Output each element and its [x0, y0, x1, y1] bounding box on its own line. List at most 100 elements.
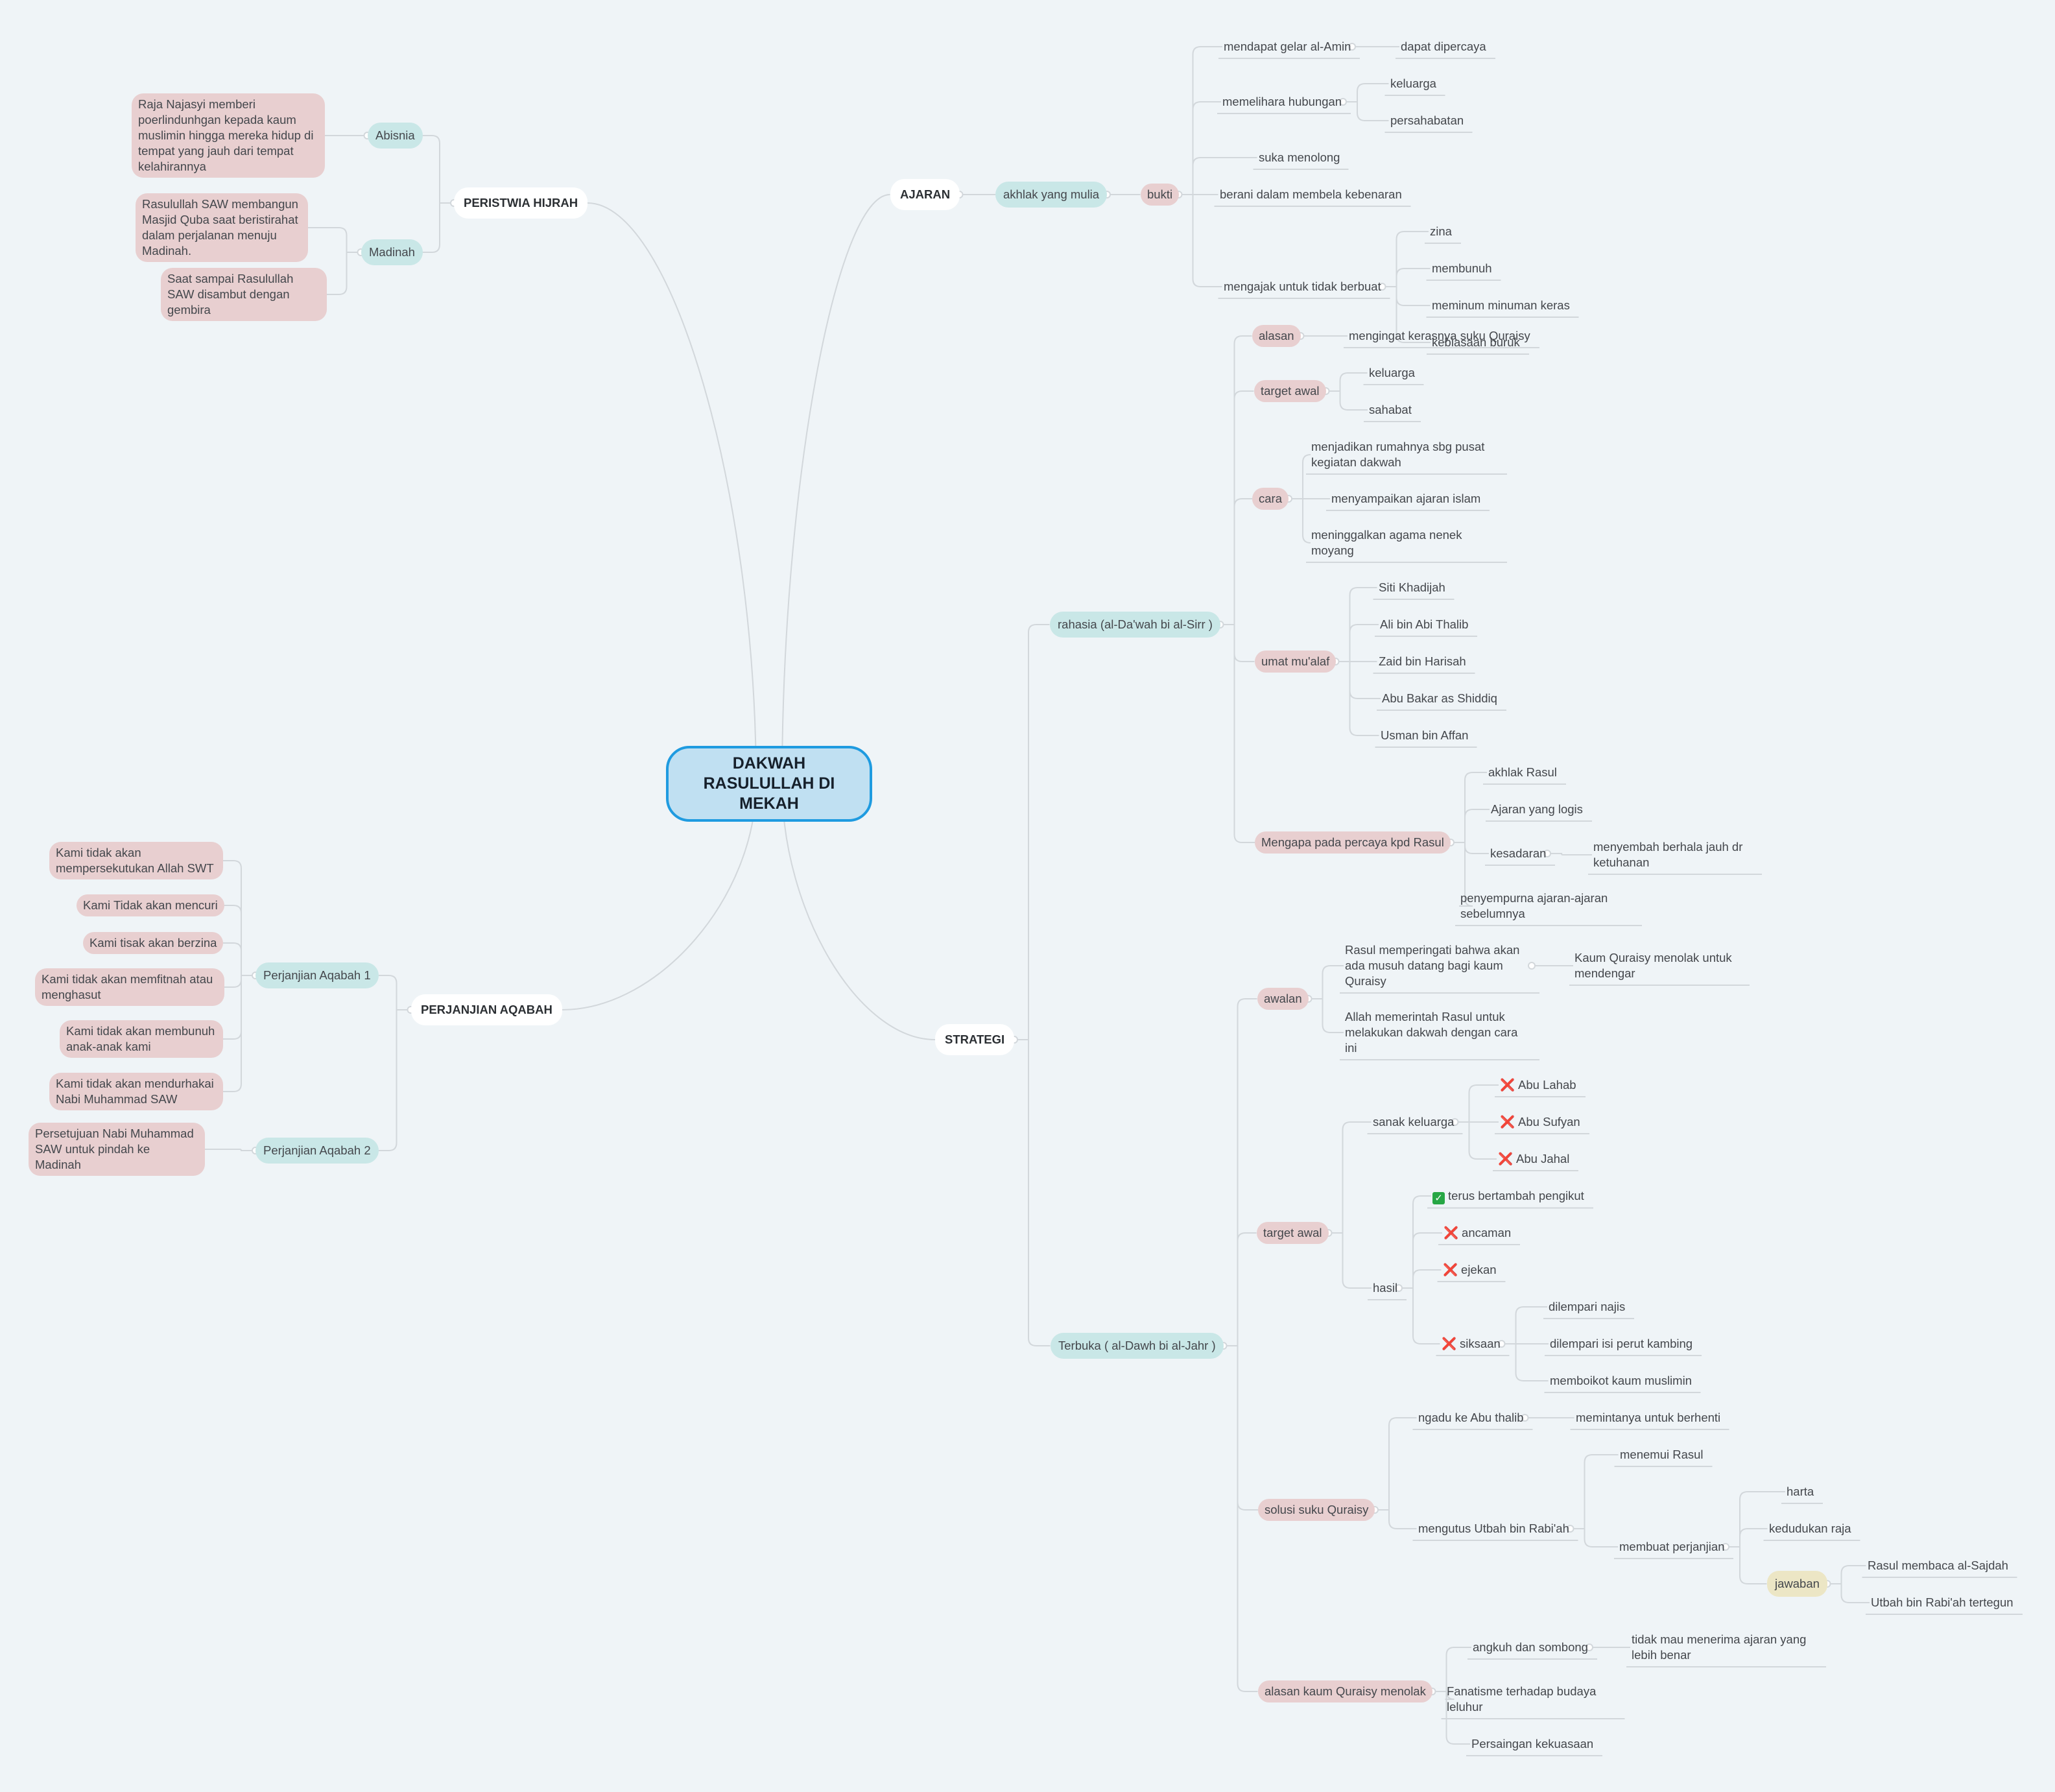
topic-target-awal[interactable]: target awal	[1257, 1222, 1329, 1244]
connector-line	[1501, 1306, 1547, 1344]
topic-perjanjian-aqabah[interactable]: PERJANJIAN AQABAH	[411, 994, 562, 1025]
cross-mark-icon: ❌	[1500, 1078, 1515, 1092]
topic-siti-khadijah[interactable]: Siti Khadijah	[1377, 580, 1447, 595]
topic-kami-tidak-akan-mempersekutukan-allah-sw[interactable]: Kami tidak akan mempersekutukan Allah SW…	[49, 842, 223, 879]
topic-sahabat[interactable]: sahabat	[1368, 402, 1413, 418]
topic-rasulullah-saw-membangun-masjid-quba-saa[interactable]: Rasulullah SAW membangun Masjid Quba saa…	[136, 193, 308, 262]
topic-memelihara-hubungan[interactable]: memelihara hubungan	[1221, 94, 1343, 110]
topic-bukti[interactable]: bukti	[1141, 184, 1180, 206]
topic-keluarga[interactable]: keluarga	[1389, 76, 1438, 91]
topic-jawaban[interactable]: jawaban	[1767, 1571, 1827, 1597]
topic-zina[interactable]: zina	[1429, 224, 1453, 239]
topic-memboikot-kaum-muslimin[interactable]: memboikot kaum muslimin	[1549, 1373, 1693, 1389]
topic-kebiasaan-buruk[interactable]: kebiasaan buruk	[1431, 335, 1521, 350]
topic-menemui-rasul[interactable]: menemui Rasul	[1619, 1447, 1705, 1463]
topic-label: Siti Khadijah	[1379, 580, 1445, 594]
topic-keluarga[interactable]: keluarga	[1368, 365, 1416, 381]
topic-terbuka-al-dawh-bi-al-jahr[interactable]: Terbuka ( al-Dawh bi al-Jahr )	[1051, 1333, 1224, 1359]
topic-membunuh[interactable]: membunuh	[1431, 261, 1493, 276]
topic-madinah[interactable]: Madinah	[361, 239, 423, 265]
central-topic[interactable]: DAKWAH RASULULLAH DI MEKAH	[666, 746, 872, 822]
topic-siksaan[interactable]: ❌siksaan	[1440, 1336, 1502, 1352]
topic-rasul-membaca-al-sajdah[interactable]: Rasul membaca al-Sajdah	[1866, 1558, 2010, 1573]
topic-label: Utbah bin Rabi'ah tertegun	[1871, 1595, 2013, 1609]
topic-suka-menolong[interactable]: suka menolong	[1257, 150, 1341, 165]
topic-menyampaikan-ajaran-islam[interactable]: menyampaikan ajaran islam	[1330, 491, 1482, 507]
topic-label: kedudukan raja	[1769, 1522, 1851, 1535]
topic-harta[interactable]: harta	[1785, 1484, 1815, 1499]
topic-mengapa-pada-percaya-kpd-rasul[interactable]: Mengapa pada percaya kpd Rasul	[1255, 831, 1451, 854]
topic-ancaman[interactable]: ❌ancaman	[1442, 1225, 1512, 1241]
topic-akhlak-rasul[interactable]: akhlak Rasul	[1487, 765, 1558, 780]
topic-rahasia-al-da-wah-bi-al-sirr[interactable]: rahasia (al-Da'wah bi al-Sirr )	[1050, 612, 1220, 638]
topic-strategi[interactable]: STRATEGI	[935, 1024, 1015, 1055]
topic-mengajak-untuk-tidak-berbuat[interactable]: mengajak untuk tidak berbuat	[1222, 279, 1383, 294]
topic-kami-tidak-akan-mencuri[interactable]: Kami Tidak akan mencuri	[77, 894, 224, 916]
topic-ali-bin-abi-thalib[interactable]: Ali bin Abi Thalib	[1379, 617, 1469, 632]
topic-kami-tisak-akan-berzina[interactable]: Kami tisak akan berzina	[83, 932, 224, 954]
topic-label: Mengapa pada percaya kpd Rasul	[1261, 835, 1444, 849]
topic-kami-tidak-akan-memfitnah-atau-menghasut[interactable]: Kami tidak akan memfitnah atau menghasut	[35, 968, 224, 1006]
collapse-handle	[1586, 1643, 1593, 1651]
topic-kami-tidak-akan-mendurhakai-nabi-muhamma[interactable]: Kami tidak akan mendurhakai Nabi Muhamma…	[49, 1073, 223, 1110]
connector-line	[379, 975, 411, 1010]
topic-meninggalkan-agama-nenek-moyang[interactable]: meninggalkan agama nenek moyang	[1310, 527, 1499, 558]
topic-kesadaran[interactable]: kesadaran	[1489, 846, 1547, 861]
topic-menyembah-berhala-jauh-dr-ketuhanan[interactable]: menyembah berhala jauh dr ketuhanan	[1592, 839, 1754, 870]
topic-alasan[interactable]: alasan	[1252, 325, 1301, 347]
topic-memintanya-untuk-berhenti[interactable]: memintanya untuk berhenti	[1574, 1410, 1722, 1426]
topic-perjanjian-aqabah-2[interactable]: Perjanjian Aqabah 2	[255, 1138, 379, 1164]
topic-kaum-quraisy-menolak-untuk-mendengar[interactable]: Kaum Quraisy menolak untuk mendengar	[1573, 950, 1742, 981]
topic-menjadikan-rumahnya-sbg-pusat-kegiatan-d[interactable]: menjadikan rumahnya sbg pusat kegiatan d…	[1310, 439, 1499, 470]
topic-dapat-dipercaya[interactable]: dapat dipercaya	[1399, 39, 1488, 54]
topic-membuat-perjanjian[interactable]: membuat perjanjian	[1618, 1539, 1726, 1555]
connector-line	[1399, 1269, 1442, 1289]
topic-utbah-bin-rabi-ah-tertegun[interactable]: Utbah bin Rabi'ah tertegun	[1870, 1595, 2015, 1610]
topic-mengutus-utbah-bin-rabi-ah[interactable]: mengutus Utbah bin Rabi'ah	[1417, 1521, 1571, 1536]
topic-ajaran-yang-logis[interactable]: Ajaran yang logis	[1490, 802, 1584, 817]
topic-mengingat-kerasnya-suku-quraisy[interactable]: mengingat kerasnya suku Quraisy	[1348, 328, 1532, 344]
topic-cara[interactable]: cara	[1252, 488, 1289, 510]
topic-abu-jahal[interactable]: ❌Abu Jahal	[1497, 1151, 1571, 1167]
topic-abu-lahab[interactable]: ❌Abu Lahab	[1499, 1077, 1578, 1093]
topic-persahabatan[interactable]: persahabatan	[1389, 113, 1465, 128]
topic-kami-tidak-akan-membunuh-anak-anak-kami[interactable]: Kami tidak akan membunuh anak-anak kami	[60, 1020, 223, 1058]
topic-penyempurna-ajaran-ajaran-sebelumnya[interactable]: penyempurna ajaran-ajaran sebelumnya	[1459, 890, 1634, 922]
topic-rasul-memperingati-bahwa-akan-ada-musuh-[interactable]: Rasul memperingati bahwa akan ada musuh …	[1344, 942, 1532, 989]
topic-ngadu-ke-abu-thalib[interactable]: ngadu ke Abu thalib	[1417, 1410, 1525, 1426]
topic-abu-sufyan[interactable]: ❌Abu Sufyan	[1499, 1114, 1582, 1130]
topic-peristwia-hijrah[interactable]: PERISTWIA HIJRAH	[454, 187, 588, 219]
topic-abu-bakar-as-shiddiq[interactable]: Abu Bakar as Shiddiq	[1381, 691, 1499, 706]
topic-zaid-bin-harisah[interactable]: Zaid bin Harisah	[1377, 654, 1467, 669]
topic-hasil[interactable]: hasil	[1372, 1280, 1399, 1296]
topic-allah-memerintah-rasul-untuk-melakukan-d[interactable]: Allah memerintah Rasul untuk melakukan d…	[1344, 1009, 1532, 1056]
topic-solusi-suku-quraisy[interactable]: solusi suku Quraisy	[1258, 1499, 1375, 1521]
topic-angkuh-dan-sombong[interactable]: angkuh dan sombong	[1471, 1640, 1589, 1655]
topic-alasan-kaum-quraisy-menolak[interactable]: alasan kaum Quraisy menolak	[1258, 1680, 1432, 1702]
topic-persaingan-kekuasaan[interactable]: Persaingan kekuasaan	[1470, 1736, 1595, 1752]
connector-line	[1223, 998, 1257, 1346]
topic-raja-najasyi-memberi-poerlindunhgan-kepa[interactable]: Raja Najasyi memberi poerlindunhgan kepa…	[132, 93, 325, 178]
topic-ajaran[interactable]: AJARAN	[890, 179, 960, 210]
topic-akhlak-yang-mulia[interactable]: akhlak yang mulia	[995, 182, 1108, 208]
topic-saat-sampai-rasulullah-saw-disambut-deng[interactable]: Saat sampai Rasulullah SAW disambut deng…	[161, 268, 327, 321]
topic-ejekan[interactable]: ❌ejekan	[1442, 1262, 1498, 1278]
topic-dilempari-najis[interactable]: dilempari najis	[1547, 1299, 1626, 1315]
topic-meminum-minuman-keras[interactable]: meminum minuman keras	[1431, 298, 1571, 313]
topic-persetujuan-nabi-muhammad-saw-untuk-pind[interactable]: Persetujuan Nabi Muhammad SAW untuk pind…	[29, 1123, 205, 1176]
topic-usman-bin-affan[interactable]: Usman bin Affan	[1379, 728, 1469, 743]
topic-sanak-keluarga[interactable]: sanak keluarga	[1372, 1114, 1455, 1130]
topic-awalan[interactable]: awalan	[1257, 988, 1309, 1010]
topic-target-awal[interactable]: target awal	[1254, 380, 1326, 402]
topic-umat-mu-alaf[interactable]: umat mu'alaf	[1255, 651, 1336, 673]
topic-tidak-mau-menerima-ajaran-yang-lebih-ben[interactable]: tidak mau menerima ajaran yang lebih ben…	[1630, 1632, 1818, 1663]
topic-kedudukan-raja[interactable]: kedudukan raja	[1768, 1521, 1853, 1536]
topic-abisnia[interactable]: Abisnia	[368, 123, 423, 149]
topic-label: Kami tidak akan membunuh anak-anak kami	[66, 1024, 215, 1053]
topic-fanatisme-terhadap-budaya-leluhur[interactable]: Fanatisme terhadap budaya leluhur	[1445, 1684, 1617, 1715]
topic-mendapat-gelar-al-amin[interactable]: mendapat gelar al-Amin	[1222, 39, 1352, 54]
topic-terus-bertambah-pengikut[interactable]: ✓terus bertambah pengikut	[1431, 1188, 1586, 1204]
topic-perjanjian-aqabah-1[interactable]: Perjanjian Aqabah 1	[255, 962, 379, 988]
topic-dilempari-isi-perut-kambing[interactable]: dilempari isi perut kambing	[1549, 1336, 1694, 1352]
topic-berani-dalam-membela-kebenaran[interactable]: berani dalam membela kebenaran	[1218, 187, 1403, 202]
